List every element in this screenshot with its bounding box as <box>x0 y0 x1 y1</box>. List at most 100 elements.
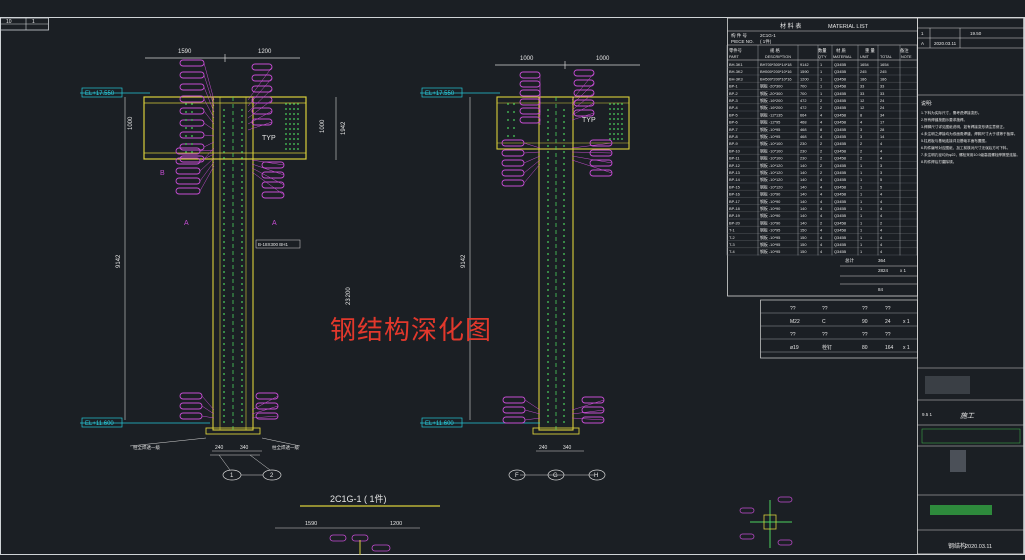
material-cell: 3 <box>860 127 862 132</box>
bolt-hole <box>563 157 565 159</box>
material-cell: Q345B <box>834 62 847 67</box>
bolt-hole <box>609 108 611 110</box>
sum-2: 2824 <box>878 268 889 273</box>
material-cell: 4 <box>880 242 883 247</box>
bolt-hole <box>241 337 243 339</box>
material-cell: Q345B <box>834 192 847 197</box>
material-cell: 钢板 -10*100 <box>760 156 783 161</box>
bolt-hole <box>241 229 243 231</box>
material-cell: Q345B <box>834 220 847 225</box>
bolt-hole <box>223 271 225 273</box>
bolt-cell: ?? <box>885 306 891 312</box>
bolt-hole <box>563 199 565 201</box>
bolt-hole <box>285 128 287 130</box>
tb-note-line: 3.焊脚尺寸详见图纸说明，如有焊接变形请注意修正。 <box>921 124 1007 129</box>
bolt-hole <box>563 313 565 315</box>
bolt-hole <box>609 113 611 115</box>
bolt-hole <box>241 421 243 423</box>
bolt-hole <box>223 265 225 267</box>
material-cell: BH-3K2 <box>729 69 743 74</box>
material-cell: 140 <box>800 213 807 218</box>
bolt-hole <box>223 277 225 279</box>
bolt-hole <box>241 181 243 183</box>
bolt-hole <box>547 187 549 189</box>
material-cell: 12 <box>860 98 864 103</box>
bolt-hole <box>293 103 295 105</box>
bolt-hole <box>563 397 565 399</box>
part-tag-leader <box>203 86 215 113</box>
tb-logo-text: 钢结构 <box>948 542 966 550</box>
bolt-hole <box>547 289 549 291</box>
material-cell: T-4 <box>729 249 735 254</box>
material-cell: 472 <box>800 98 807 103</box>
bolt-hole <box>289 118 291 120</box>
tb-note-line: 5.柱底板与基础连接详见基础平面布置图。 <box>921 138 989 143</box>
material-cell: BP-2 <box>729 91 738 96</box>
tb-bottom-text: 2020.03.11 <box>965 544 992 550</box>
bolt-hole <box>563 205 565 207</box>
material-cell: 140 <box>800 163 807 168</box>
bolt-hole <box>223 133 225 135</box>
material-cell: 24 <box>880 98 885 103</box>
bolt-hole <box>547 139 549 141</box>
material-cell: 186 <box>860 76 867 81</box>
bolt-hole <box>507 127 509 129</box>
bolt-hole <box>289 128 291 130</box>
material-cell: 钢板 -16*200 <box>760 105 783 110</box>
bolt-hole <box>223 361 225 363</box>
bolt-hole <box>191 143 193 145</box>
material-cell: 1 <box>860 192 862 197</box>
bolt-hole <box>223 235 225 237</box>
bolt-hole <box>293 143 295 145</box>
bolt-hole <box>547 373 549 375</box>
left-dim-right-top: 1942 <box>341 121 347 135</box>
bolt-hole <box>223 115 225 117</box>
left-axis-1: 1 <box>230 473 234 479</box>
material-cell: 4 <box>880 141 883 146</box>
part-tag-leader <box>203 98 215 119</box>
bolt-hole <box>617 138 619 140</box>
bolt-hole <box>293 148 295 150</box>
material-cell: 2 <box>820 220 822 225</box>
tb-top-right: 19.50 <box>970 31 982 36</box>
bolt-hole <box>563 385 565 387</box>
bolt-hole <box>223 229 225 231</box>
part-tag-leader <box>571 82 595 106</box>
material-cell: Q345B <box>834 76 847 81</box>
material-cell: 4 <box>820 235 823 240</box>
bolt-hole <box>621 133 623 135</box>
material-cell: BP-1 <box>729 84 738 89</box>
material-cell: 钢板 -10*90 <box>760 213 781 218</box>
bolt-cell: 24 <box>885 319 891 325</box>
bolt-hole <box>185 127 187 129</box>
bolt-hole <box>547 223 549 225</box>
material-cell: Q345B <box>834 134 847 139</box>
bolt-hole <box>223 199 225 201</box>
part-tag <box>519 80 541 88</box>
bolt-hole <box>285 143 287 145</box>
material-header-en-cell: NOTE <box>901 55 912 59</box>
bolt-hole <box>547 229 549 231</box>
bolt-cell: ?? <box>862 332 868 338</box>
material-cell: 1 <box>860 242 862 247</box>
bolt-hole <box>191 111 193 113</box>
part-tag-leader <box>571 142 613 149</box>
part-tag-leader <box>251 159 285 166</box>
part-tag-leader <box>247 121 273 131</box>
bolt-hole <box>547 367 549 369</box>
material-cell: 1 <box>860 199 862 204</box>
bolt-hole <box>547 169 549 171</box>
bolt-hole <box>547 193 549 195</box>
sum-label: 总计 <box>845 257 854 264</box>
bolt-hole <box>223 253 225 255</box>
bolt-hole <box>563 169 565 171</box>
part-tag <box>251 63 273 71</box>
tb-note-line: 7.未注明孔径均为φ22，螺栓采用10.9级高强螺栓摩擦型连接。 <box>921 152 1020 157</box>
bolt-hole <box>293 118 295 120</box>
corner-table: 10 1 <box>0 17 49 31</box>
material-cell: BH700*300*14*18 <box>760 62 792 67</box>
bolt-hole <box>241 175 243 177</box>
material-cell: 4 <box>820 228 823 233</box>
bolt-hole <box>185 103 187 105</box>
bolt-hole <box>241 331 243 333</box>
